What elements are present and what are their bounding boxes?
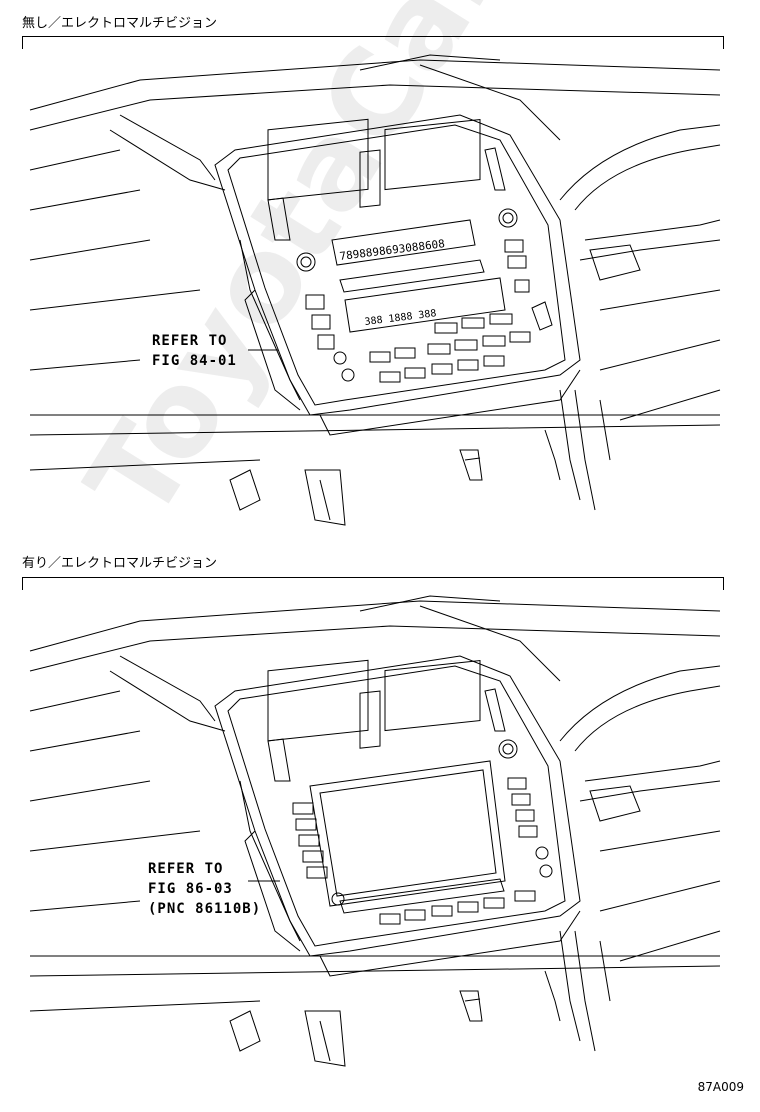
knobs: [498, 739, 518, 759]
segment-readout: 7898898693088608: [339, 237, 446, 263]
section-label-with-multivision: 有り／エレクトロマルチビジョン: [22, 556, 218, 571]
upper-displays: [267, 118, 506, 241]
section-frame-bottom: [22, 577, 724, 590]
lower-console: [229, 930, 611, 1067]
dashboard-drawing-without-multivision: 7898898693088608 388 1888 388: [29, 54, 721, 526]
dashboard-outline: [29, 595, 721, 1012]
callout-refer-to-bottom: REFER TO: [148, 861, 224, 877]
upper-displays: [267, 659, 506, 782]
callout-fig-ref-bottom: FIG 86-03: [148, 881, 233, 897]
figure-id: 87A009: [697, 1080, 744, 1094]
section-label-without-multivision: 無し／エレクトロマルチビジョン: [22, 16, 218, 31]
right-knob: [498, 739, 518, 759]
multivision-screen: [309, 760, 506, 914]
dashboard-outline: [29, 54, 721, 471]
dashboard-drawing-with-multivision: [29, 595, 721, 1067]
callout-fig-ref-top: FIG 84-01: [152, 353, 237, 369]
left-knob: [296, 252, 316, 272]
lower-console: [229, 389, 611, 526]
right-door-outline: [559, 124, 721, 421]
section-frame-top: [22, 36, 724, 49]
button-rows: [305, 239, 553, 383]
right-door-outline: [559, 665, 721, 962]
side-buttons: [292, 777, 553, 925]
center-panel-body: [214, 114, 581, 436]
callout-pnc-ref-bottom: (PNC 86110B): [148, 901, 262, 917]
audio-display: 7898898693088608 388 1888 388: [331, 219, 506, 333]
center-panel-body: [214, 655, 581, 977]
knobs: [296, 208, 518, 272]
right-knob: [498, 208, 518, 228]
callout-refer-to-top: REFER TO: [152, 333, 228, 349]
